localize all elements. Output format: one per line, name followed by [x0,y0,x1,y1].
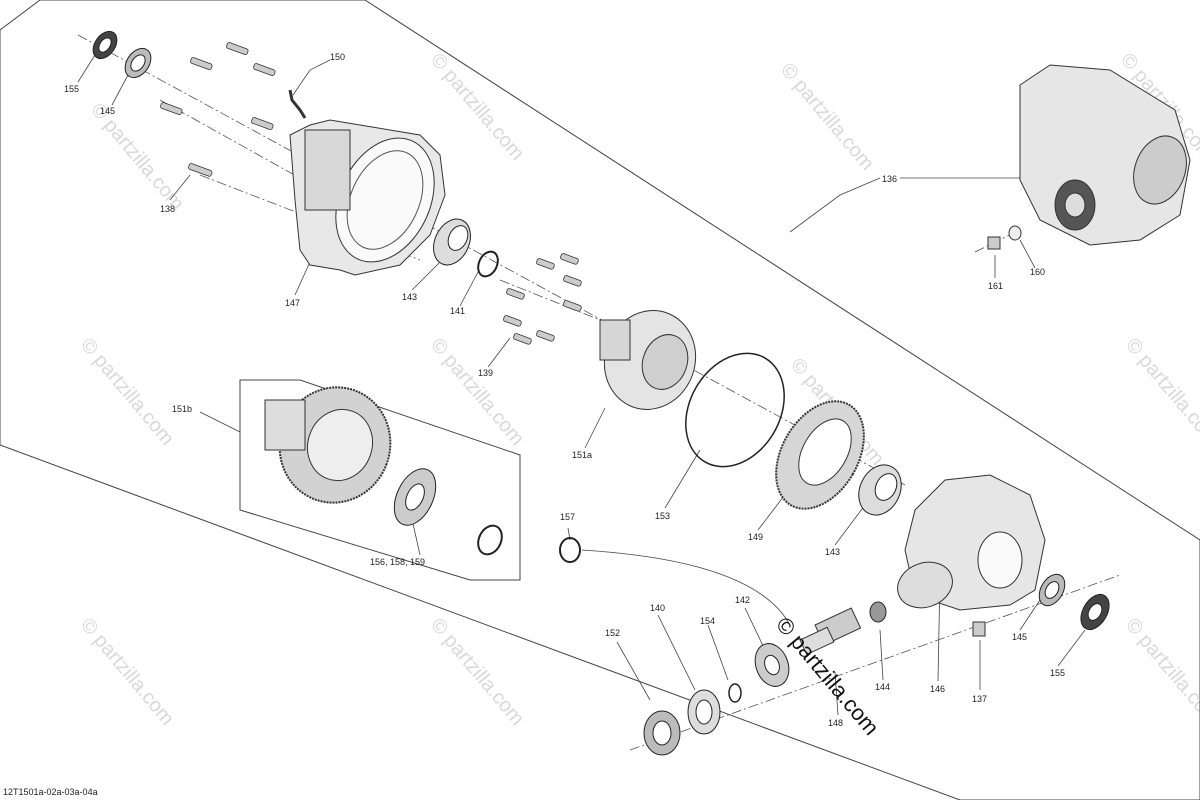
watermark-faint: © partzilla.com [426,49,528,165]
bolts-138 [160,42,276,177]
callout-146: 146 [930,684,945,694]
leader-line [411,261,441,291]
leader-line [657,614,696,691]
housing-146 [897,474,1046,611]
leader-line [294,261,311,296]
callout-155: 155 [1050,668,1065,678]
watermark-faint: © partzilla.com [76,614,178,730]
watermark-faint: © partzilla.com [1121,334,1200,450]
leader-line [292,59,331,96]
axis-line [77,34,906,486]
callout-141: 141 [450,306,465,316]
callout-138: 138 [160,204,175,214]
leader-line [1057,629,1086,667]
differential-151a [599,310,697,410]
callout-145: 145 [100,106,115,116]
callout-152: 152 [605,628,620,638]
bearing-143-upper [433,218,471,266]
ring-154 [728,683,742,703]
callout-137: 137 [972,694,987,704]
leader-line [834,504,866,546]
callout-155: 155 [64,84,79,94]
leader-line [707,624,729,681]
callout-142: 142 [735,595,750,605]
watermark-faint: © partzilla.com [86,99,188,215]
bearing-143-lower [858,464,902,516]
watermark-faint: © partzilla.com [76,334,178,450]
leader-line [879,629,884,681]
bolts-139 [503,253,582,345]
callout-157: 157 [560,512,575,522]
nut-140 [687,689,721,735]
leader-line [616,641,651,701]
callout-139: 139 [478,368,493,378]
leader-line [77,54,96,83]
seal-155-lower [1080,593,1110,631]
pinion-148 [799,607,862,656]
assembly-136 [1019,64,1191,246]
watermark-faint: © partzilla.com [1121,614,1200,730]
watermark-faint: © partzilla.com [426,614,528,730]
washer-160 [1008,225,1022,241]
leader-line [834,671,839,716]
callout-148: 148 [828,718,843,728]
plug-137 [972,621,986,637]
callout-161: 161 [988,281,1003,291]
callout-153: 153 [655,511,670,521]
callouts: 155 145 138 150 147 143 141 139 151a 151… [64,52,1065,728]
seal-145-lower [1038,573,1066,607]
leader-line [1019,239,1036,269]
watermark-faint: © partzilla.com [776,59,878,175]
callout-143: 143 [825,547,840,557]
ring-gear-149 [775,400,865,510]
leader-line [584,407,606,449]
watermark-faint: © partzilla.com [426,334,528,450]
bolt-161 [987,236,1001,250]
drawing-code: 12T1501a-02a-03a-04a [3,787,98,797]
differential-151b [264,386,392,504]
leader-line [199,411,241,433]
leader-line [169,174,191,201]
housing-147 [289,119,446,276]
inset-frame-151b [239,379,521,581]
seal-155-top [92,30,118,60]
leader-line [487,337,511,368]
callout-143: 143 [402,292,417,302]
callout-151b: 151b [172,404,192,414]
leader-line [664,449,701,509]
ring-157 [559,537,581,563]
assembly-axes [77,34,1121,751]
leader-line [789,177,881,233]
axis-line [499,279,601,321]
callout-145: 145 [1012,632,1027,642]
bearing-142 [754,643,790,687]
callout-140: 140 [650,603,665,613]
leader-line [581,549,791,626]
callout-147: 147 [285,298,300,308]
callout-144: 144 [875,682,890,692]
callout-136: 136 [882,174,897,184]
circlip [477,524,503,556]
ring-141 [477,250,499,278]
o-ring-153 [685,352,785,468]
callout-160: 160 [1030,267,1045,277]
callout-154: 154 [700,616,715,626]
callout-149: 149 [748,532,763,542]
callout-151a: 151a [572,450,592,460]
needle-bearing-144 [869,601,887,623]
parts [92,30,1191,756]
seal-152 [643,710,681,756]
leader-line [1019,599,1041,631]
seal-145-top [124,47,152,79]
leader-line [111,74,129,106]
leader-line [459,271,479,307]
shim-156 [393,468,437,526]
leader-lines [77,54,1086,716]
breather-tube-150 [288,89,307,119]
callout-156-158-159: 156, 158, 159 [370,557,425,567]
callout-150: 150 [330,52,345,62]
leader-line [744,607,766,651]
